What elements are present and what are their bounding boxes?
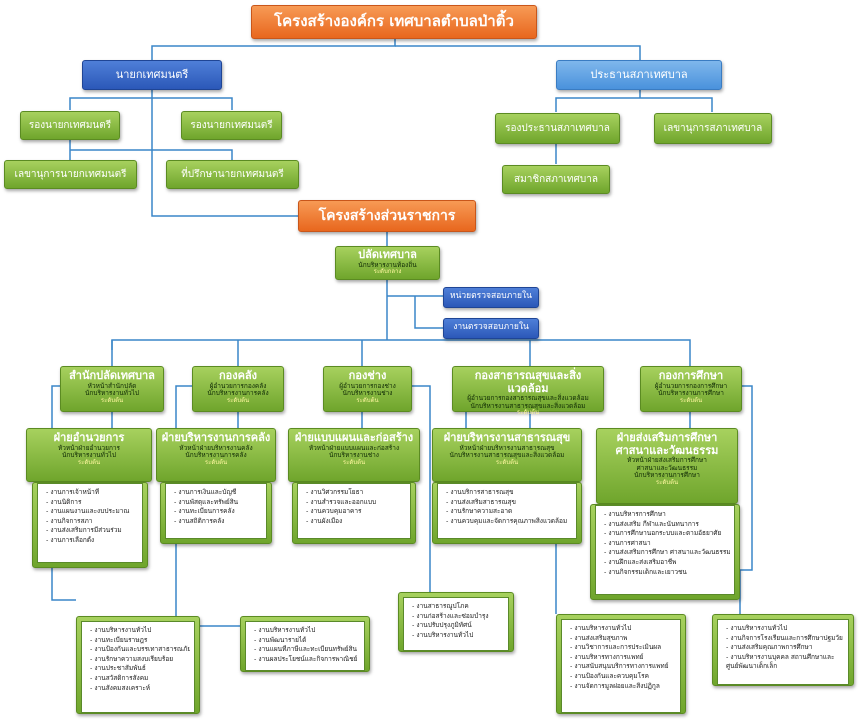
section-task-list: งานการเงินและบัญชี งานพัสดุและทรัพย์สิน … — [160, 482, 272, 544]
task-item: งานป้องกันและบรรเทาสาธารณภัย — [90, 645, 190, 655]
task-item: งานส่งเสริม กีฬาและนันทนาการ — [604, 520, 730, 530]
task-item: งานวิศวกรรมโยธา — [306, 488, 406, 498]
section-task-list: งานบริหารการศึกษา งานส่งเสริม กีฬาและนัน… — [590, 504, 740, 600]
task-item: งานการศึกษานอกระบบและตามอัธยาศัย — [604, 529, 730, 539]
task-item: งานควบคุมและจัดการคุณภาพสิ่งแวดล้อม — [446, 517, 572, 527]
task-item: งานบริการสาธารณสุข — [446, 488, 572, 498]
council-member-box: สมาชิกสภาเทศบาล — [502, 165, 610, 194]
mayor-secretary-box: เลขานุการนายกเทศมนตรี — [4, 160, 137, 189]
task-item: งานผังเมือง — [306, 517, 406, 527]
deputy-mayor-box-1: รองนายกเทศมนตรี — [20, 111, 120, 140]
section-box-education-promotion: ฝ่ายส่งเสริมการศึกษา ศาสนาและวัฒนธรรม หั… — [596, 428, 738, 504]
task-item: งานแผนงานและงบประมาณ — [46, 507, 138, 517]
task-item: งานส่งเสริมสุขภาพ — [570, 634, 676, 644]
task-item: งานสวัสดิการสังคม — [90, 674, 190, 684]
department-box-public-health: กองสาธารณสุขและสิ่งแวดล้อม ผู้อำนวยการกอ… — [452, 366, 604, 416]
section-box-design-construction: ฝ่ายแบบแผนและก่อสร้าง หัวหน้าฝ่ายแบบแผนแ… — [288, 428, 420, 482]
task-item: งานส่งเสริมการมีส่วนร่วม — [46, 526, 138, 536]
task-item: งานควบคุมอาคาร — [306, 507, 406, 517]
department-task-list: งานสาธารณูปโภค งานก่อสร้างและซ่อมบำรุง ง… — [398, 592, 514, 652]
department-box-education: กองการศึกษา ผู้อำนวยการกองการศึกษา นักบร… — [640, 366, 742, 412]
task-item: งานบริหารงานทั่วไป — [570, 624, 676, 634]
municipal-clerk-box: ปลัดเทศบาล นักบริหารงานท้องถิ่น ระดับกลา… — [335, 246, 440, 280]
task-item: งานสาธารณูปโภค — [412, 602, 504, 612]
section-task-list: งานบริการสาธารณสุข งานส่งเสริมสาธารณสุข … — [432, 482, 582, 544]
section-task-list: งานวิศวกรรมโยธา งานสำรวจและออกแบบ งานควบ… — [292, 482, 416, 544]
task-item: งานปรับปรุงภูมิทัศน์ — [412, 621, 504, 631]
deputy-mayor-box-2: รองนายกเทศมนตรี — [181, 111, 282, 140]
department-task-list: งานบริหารงานทั่วไป งานส่งเสริมสุขภาพ งาน… — [556, 614, 686, 714]
task-item: งานสถิติการคลัง — [174, 517, 262, 527]
task-item: งานส่งเสริมคุณภาพการศึกษา — [726, 643, 844, 653]
task-item: งานสนับสนุนบริการทางการแพทย์ — [570, 662, 676, 672]
council-president-box: ประธานสภาเทศบาล — [556, 60, 722, 90]
internal-audit-unit-box: หน่วยตรวจสอบภายใน — [443, 287, 539, 308]
department-box-engineering: กองช่าง ผู้อำนวยการกองช่าง นักบริหารงานช… — [323, 366, 412, 412]
internal-audit-work-box: งานตรวจสอบภายใน — [443, 318, 539, 339]
task-item: งานบริหารงานทั่วไป — [726, 624, 844, 634]
mayor-advisor-box: ที่ปรึกษานายกเทศมนตรี — [166, 160, 299, 189]
task-item: งานป้องกันและควบคุมโรค — [570, 672, 676, 682]
department-box-finance: กองคลัง ผู้อำนวยการกองคลัง นักบริหารงานก… — [192, 366, 284, 412]
task-item: งานบริหารการศึกษา — [604, 510, 730, 520]
council-secretary-box: เลขานุการสภาเทศบาล — [654, 113, 772, 144]
task-item: งานทะเบียนราษฎร — [90, 636, 190, 646]
task-item: งานการเงินและบัญชี — [174, 488, 262, 498]
task-item: งานบริหารงานทั่วไป — [412, 631, 504, 641]
task-item: งานก่อสร้างและซ่อมบำรุง — [412, 612, 504, 622]
task-item: งานทะเบียนการคลัง — [174, 507, 262, 517]
task-item: งานการศาสนา — [604, 539, 730, 549]
task-item: งานสำรวจและออกแบบ — [306, 498, 406, 508]
task-item: งานสังคมสงเคราะห์ — [90, 684, 190, 694]
task-item: งานบริหารงานทั่วไป — [90, 626, 190, 636]
task-item: งานกิจการสภา — [46, 517, 138, 527]
department-task-list: งานบริหารงานทั่วไป งานกิจการโรงเรียนและก… — [712, 614, 854, 686]
task-item: งานกิจกรรมเด็กและเยาวชน — [604, 568, 730, 578]
council-vice-president-box: รองประธานสภาเทศบาล — [495, 113, 620, 144]
task-item: งานผลประโยชน์และกิจการพาณิชย์ — [254, 655, 360, 665]
section-box-administration: ฝ่ายอำนวยการ หัวหน้าฝ่ายอำนวยการ นักบริห… — [26, 428, 152, 482]
task-item: งานรักษาความสะอาด — [446, 507, 572, 517]
task-item: งานการเจ้าหน้าที่ — [46, 488, 138, 498]
department-task-list: งานบริหารงานทั่วไป งานพัฒนารายได้ งานแผน… — [240, 616, 370, 672]
task-item: งานพัสดุและทรัพย์สิน — [174, 498, 262, 508]
task-item: งานพัฒนารายได้ — [254, 636, 360, 646]
task-item: งานวิชาการและการประเมินผล — [570, 643, 676, 653]
task-item: งานกิจการโรงเรียนและการศึกษาปฐมวัย — [726, 634, 844, 644]
gov-structure-title: โครงสร้างส่วนราชการ — [298, 200, 476, 232]
task-item: งานบริหารงานบุคคล สถานศึกษาและศูนย์พัฒนา… — [726, 653, 844, 672]
task-item: งานส่งเสริมการศึกษา ศาสนาและวัฒนธรรม — [604, 548, 730, 558]
task-item: งานนิติการ — [46, 498, 138, 508]
task-item: งานแผนที่ภาษีและทะเบียนทรัพย์สิน — [254, 645, 360, 655]
task-item: งานจัดการมูลฝอยและสิ่งปฏิกูล — [570, 682, 676, 692]
section-task-list: งานการเจ้าหน้าที่ งานนิติการ งานแผนงานแล… — [32, 482, 148, 568]
department-task-list: งานบริหารงานทั่วไป งานทะเบียนราษฎร งานป้… — [76, 616, 200, 714]
task-item: งานบริหารทางการแพทย์ — [570, 653, 676, 663]
org-title: โครงสร้างองค์กร เทศบาลตำบลป่าติ้ว — [251, 5, 537, 39]
section-box-public-health-admin: ฝ่ายบริหารงานสาธารณสุข หัวหน้าฝ่ายบริหาร… — [432, 428, 582, 482]
department-box-office-of-clerk: สำนักปลัดเทศบาล หัวหน้าสำนักปลัด นักบริห… — [60, 366, 164, 412]
mayor-box: นายกเทศมนตรี — [82, 60, 222, 90]
task-item: งานประชาสัมพันธ์ — [90, 664, 190, 674]
task-item: งานการเลือกตั้ง — [46, 536, 138, 546]
task-item: งานรักษาความสงบเรียบร้อย — [90, 655, 190, 665]
task-item: งานฝึกและส่งเสริมอาชีพ — [604, 558, 730, 568]
task-item: งานบริหารงานทั่วไป — [254, 626, 360, 636]
section-box-finance-admin: ฝ่ายบริหารงานการคลัง หัวหน้าฝ่ายบริหารงา… — [156, 428, 276, 482]
task-item: งานส่งเสริมสาธารณสุข — [446, 498, 572, 508]
